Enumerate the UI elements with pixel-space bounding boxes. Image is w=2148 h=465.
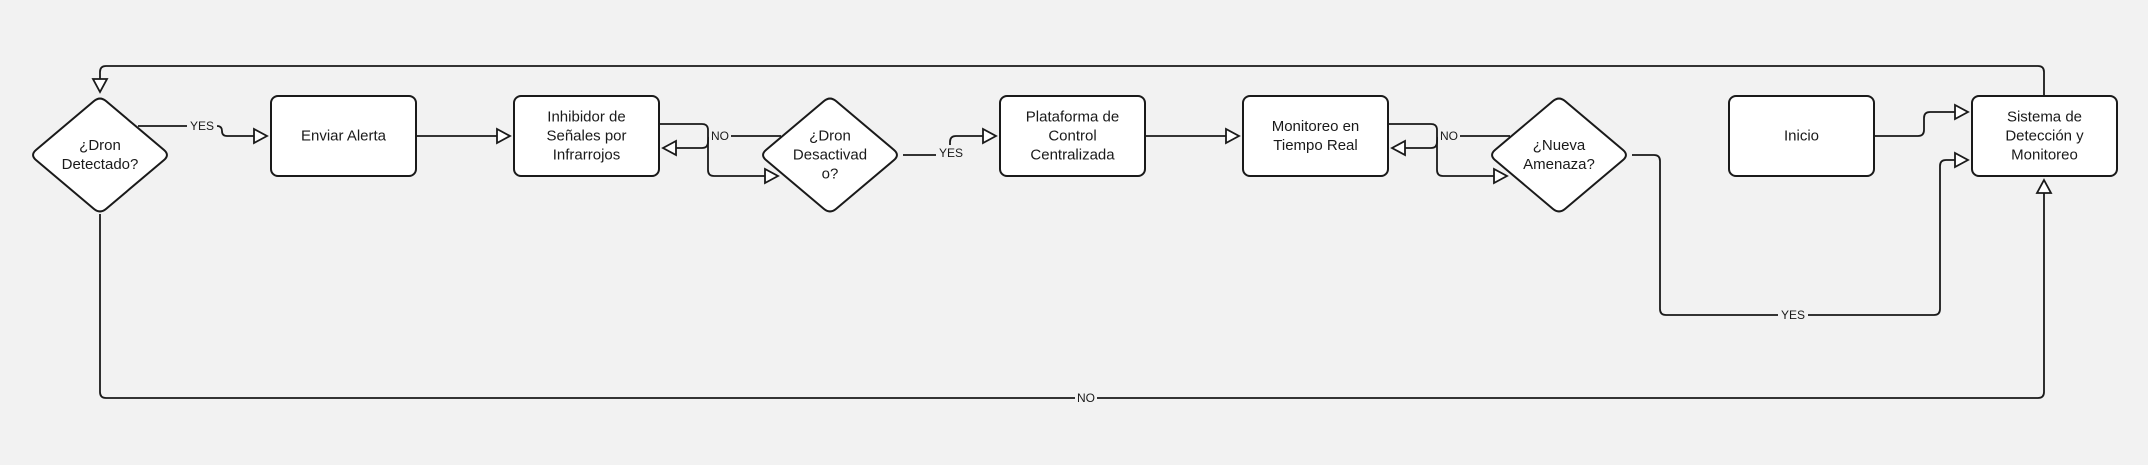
arrowhead-icon	[1954, 151, 1970, 169]
node-label-line: Señales por	[546, 128, 626, 145]
node-label-line: Sistema de	[2007, 109, 2082, 126]
arrowhead-icon	[764, 167, 780, 185]
node-label-line: o?	[822, 166, 839, 183]
process-box	[1971, 95, 2118, 177]
edge-inhibidor-to-dron_desactivado[interactable]	[659, 123, 780, 185]
node-label-line: Inhibidor de	[547, 109, 625, 126]
node-enviar-alerta[interactable]: Enviar Alerta	[270, 95, 417, 177]
edge-label-background	[1778, 307, 1808, 323]
arrowhead-icon	[496, 127, 512, 145]
edge-enviar_alerta-to-inhibidor[interactable]	[416, 127, 512, 145]
decision-diamond	[32, 97, 168, 213]
process-box	[513, 95, 660, 177]
edge-label-text: YES	[1781, 308, 1805, 322]
arrowhead-icon	[2035, 178, 2053, 194]
edge-label-no: NO	[709, 128, 731, 144]
edge-monitoreo-to-nueva_amenaza[interactable]	[1388, 123, 1509, 185]
edge-plataforma-to-monitoreo[interactable]	[1145, 127, 1241, 145]
node-label-line: Detección y	[2005, 128, 2084, 145]
arrowhead-icon	[661, 139, 677, 157]
arrowhead-icon	[91, 78, 109, 94]
node-label-line: ¿Nueva	[1533, 137, 1586, 154]
decision-diamond	[762, 97, 898, 213]
node-inicio[interactable]: Inicio	[1728, 95, 1875, 177]
edge-line	[138, 125, 267, 137]
node-label-line: Centralizada	[1030, 147, 1115, 164]
node-label-line: Detectado?	[62, 156, 139, 173]
arrowhead-icon	[253, 127, 269, 145]
edge-label-background	[936, 145, 966, 161]
node-label-line: Monitoreo	[2011, 147, 2078, 164]
edge-label-no: NO	[1075, 390, 1097, 406]
edge-line	[1874, 111, 1968, 137]
arrowhead-icon	[1954, 103, 1970, 121]
edge-sistema-to-dron_detectado[interactable]	[91, 65, 2045, 96]
edge-label-text: NO	[1077, 391, 1095, 405]
edge-label-text: NO	[1440, 129, 1458, 143]
node-sistema[interactable]: Sistema de Detección y Monitoreo	[1971, 95, 2118, 177]
node-label-line: Enviar Alerta	[301, 128, 387, 145]
edge-labels-layer: YES NO YES NO YES NO	[187, 118, 1808, 406]
node-label-line: Amenaza?	[1523, 156, 1595, 173]
process-box	[270, 95, 417, 177]
edge-label-text: YES	[190, 119, 214, 133]
edge-label-yes: YES	[936, 145, 966, 161]
node-label-line: Infrarrojos	[553, 147, 621, 164]
arrowhead-icon	[1225, 127, 1241, 145]
edge-dron_detectado-to-enviar_alerta[interactable]	[138, 125, 269, 145]
edge-label-background	[187, 118, 217, 134]
edge-label-no: NO	[1438, 128, 1460, 144]
edge-inicio-to-sistema[interactable]	[1874, 103, 1970, 137]
node-monitoreo[interactable]: Monitoreo en Tiempo Real	[1242, 95, 1389, 177]
edge-label-background	[1438, 128, 1460, 144]
node-label-line: ¿Dron	[809, 128, 851, 145]
node-label-line: Plataforma de	[1026, 109, 1119, 126]
arrowhead-icon	[1390, 139, 1406, 157]
node-label-line: Tiempo Real	[1273, 137, 1357, 154]
node-label-line: Desactivad	[793, 147, 867, 164]
edge-dron_detectado-to-sistema[interactable]	[99, 178, 2053, 399]
edge-line	[99, 180, 2045, 399]
edge-label-background	[709, 128, 731, 144]
node-label-line: ¿Dron	[79, 137, 121, 154]
process-box	[1728, 95, 1875, 177]
process-box	[999, 95, 1146, 177]
node-label-line: Control	[1048, 128, 1096, 145]
decision-diamond	[1491, 97, 1627, 213]
edge-label-text: YES	[939, 146, 963, 160]
edge-label-text: NO	[711, 129, 729, 143]
edge-label-background	[1075, 390, 1097, 406]
edge-line	[99, 65, 2045, 96]
arrowhead-icon	[1493, 167, 1509, 185]
node-label-line: Inicio	[1784, 128, 1819, 145]
process-box	[1242, 95, 1389, 177]
edge-label-yes: YES	[187, 118, 217, 134]
arrowhead-icon	[982, 127, 998, 145]
edge-line	[1388, 123, 1507, 177]
edge-label-yes: YES	[1778, 307, 1808, 323]
node-label-line: Monitoreo en	[1272, 118, 1360, 135]
edge-line	[659, 123, 778, 177]
